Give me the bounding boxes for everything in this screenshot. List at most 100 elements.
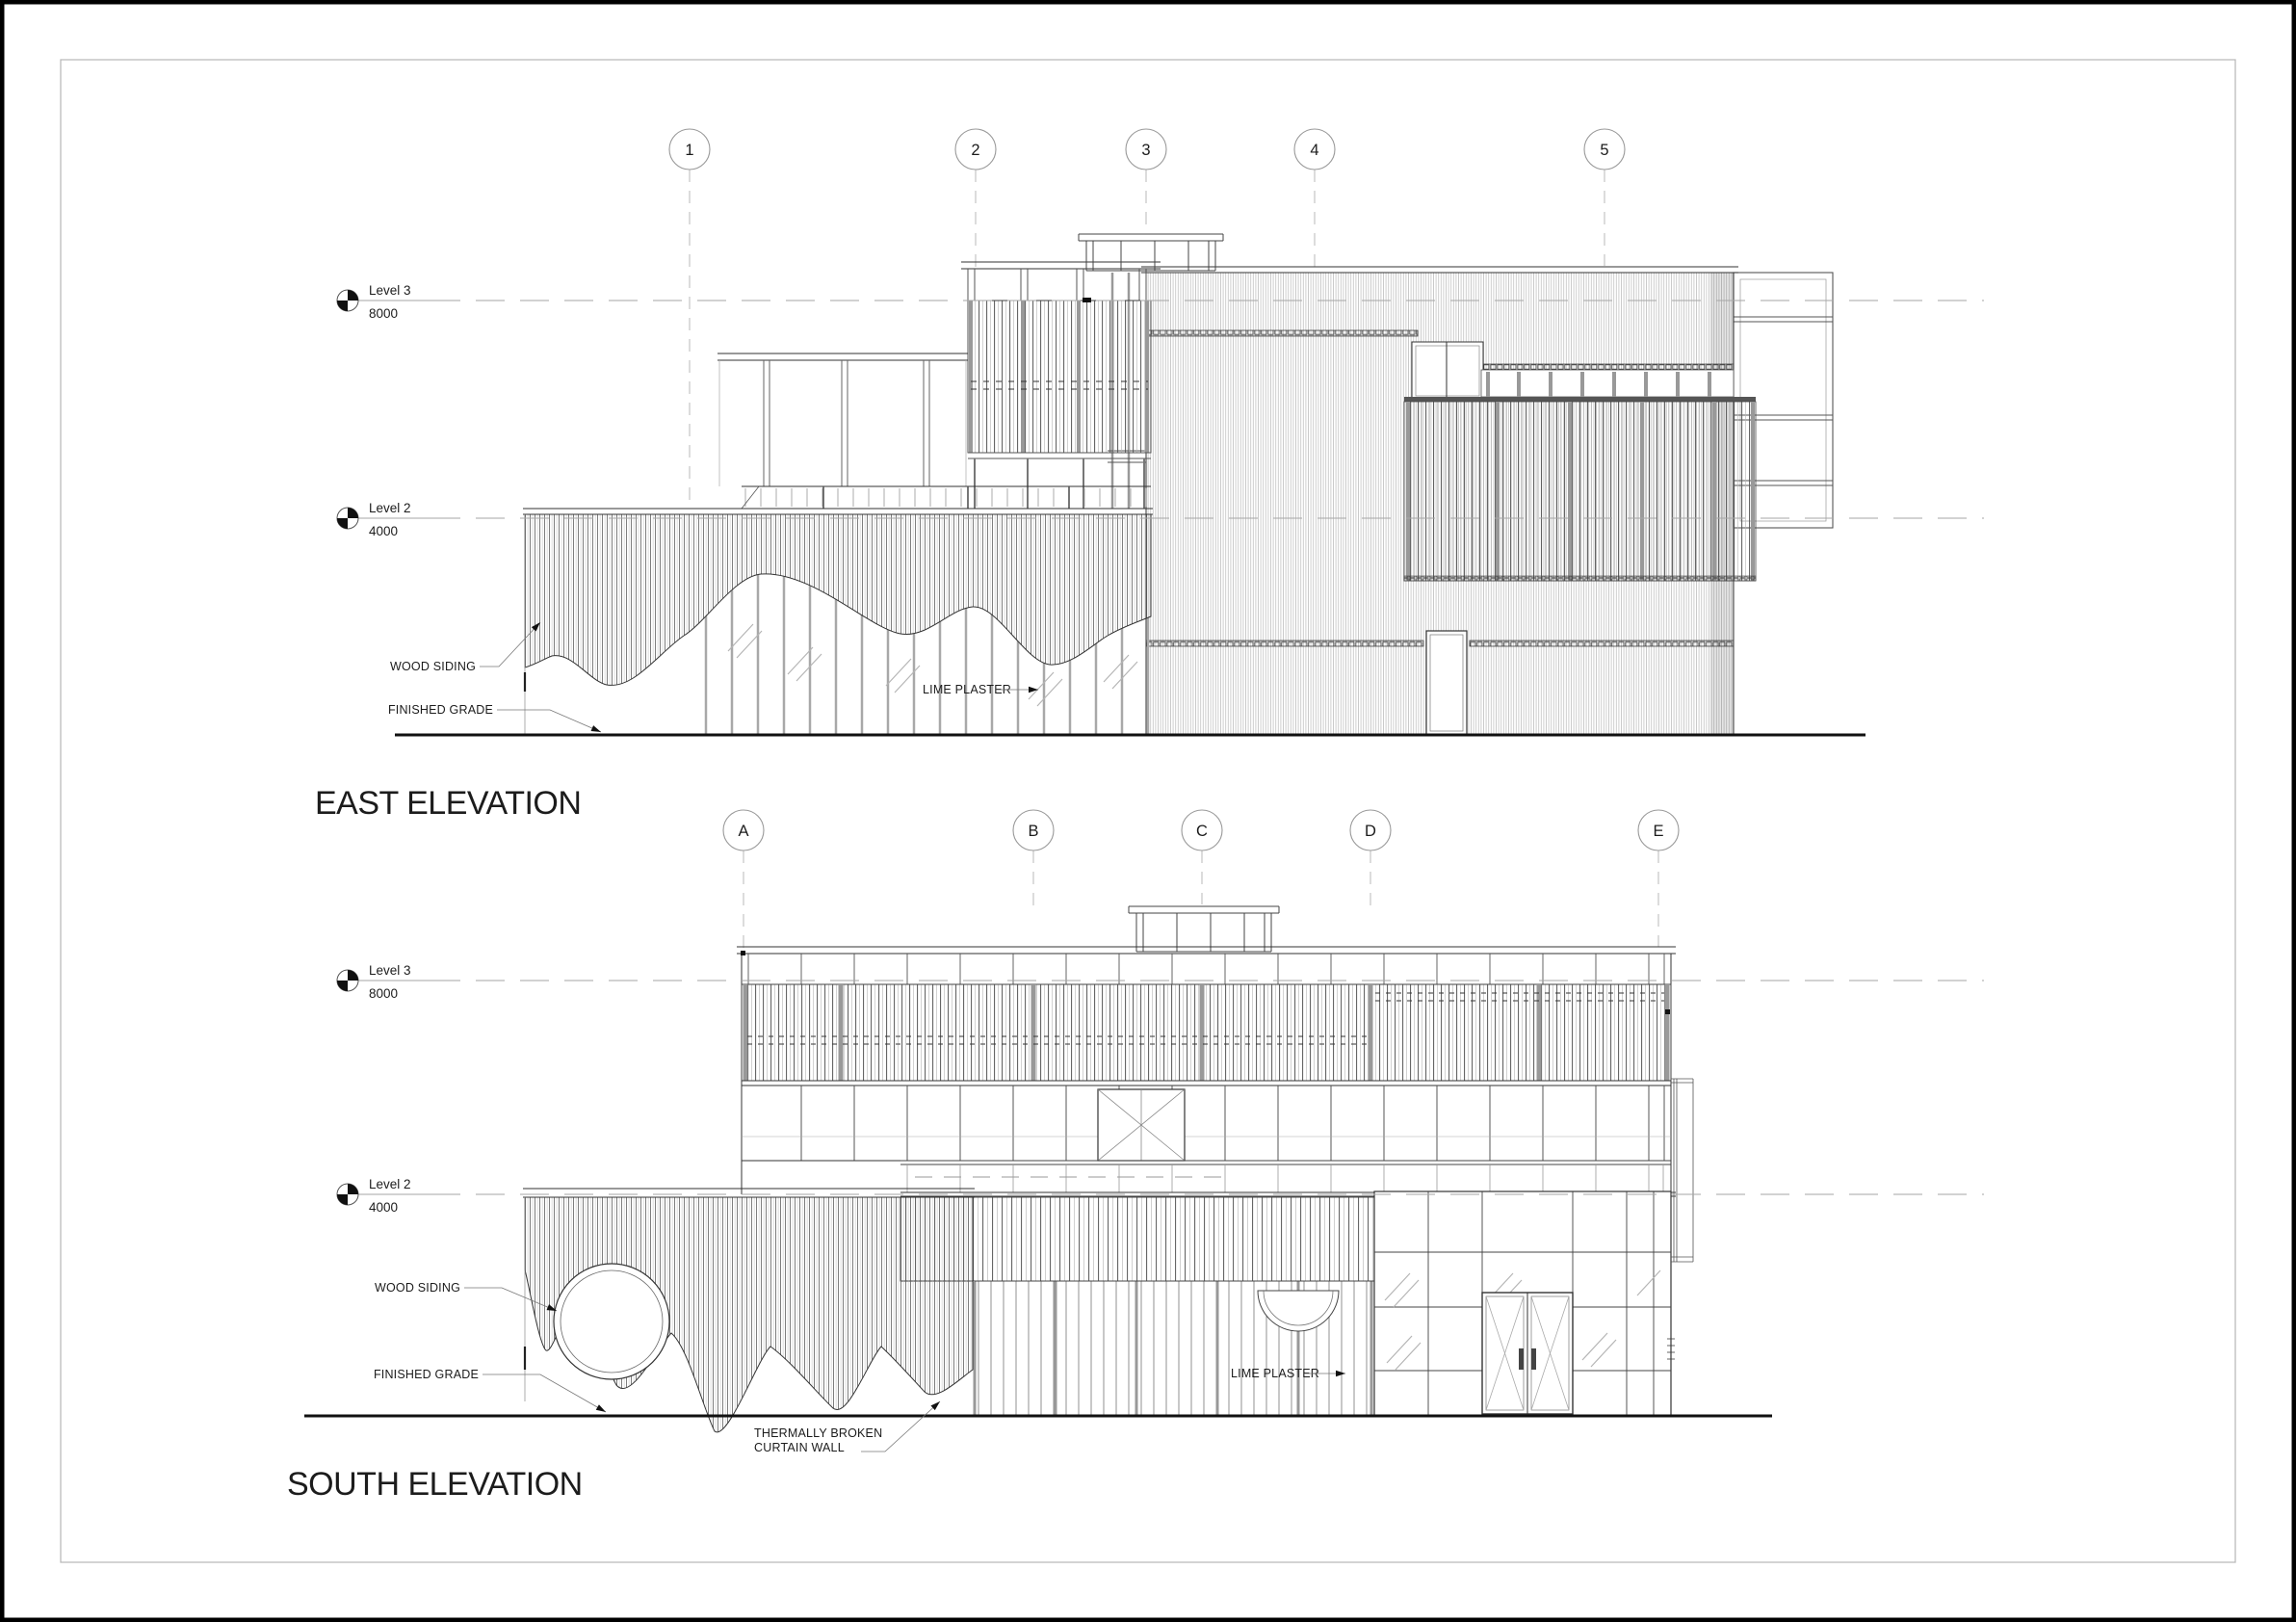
drawing-linework: [973, 1281, 1373, 1416]
grid-bubble-label: 4: [1310, 142, 1318, 159]
annotation-arrowhead: [546, 1304, 557, 1311]
drawing-linework: [1469, 640, 1735, 647]
drawing-linework: [1141, 266, 1738, 274]
south-double-door: [1481, 1292, 1574, 1415]
drawing-linework: [900, 1196, 1375, 1282]
drawing-linework: [1145, 329, 1419, 337]
east-ref-tag: [1083, 298, 1091, 302]
drawing-linework: [1403, 401, 1757, 582]
drawing-linework: [968, 452, 1151, 459]
south-right-strip: [1667, 1079, 1694, 1360]
drawing-linework: [1411, 341, 1484, 401]
drawing-linework: [1667, 1338, 1675, 1360]
drawing-linework: [971, 380, 1148, 390]
annotation-text: LIME PLASTER: [923, 683, 1011, 696]
annotation-arrowhead: [531, 622, 540, 632]
drawing-linework: [348, 290, 358, 301]
annotation-arrowhead: [590, 725, 601, 732]
drawing-linework: [978, 1281, 1368, 1416]
grid-bubble-east-2: 3: [1125, 128, 1167, 170]
annotation-leader: [480, 621, 541, 667]
drawing-linework: [1097, 1088, 1186, 1162]
drawing-linework: [743, 984, 1670, 1081]
drawing-linework: [337, 518, 348, 529]
annotation-leader: [483, 1373, 607, 1413]
grid-bubble-label: 1: [685, 142, 693, 159]
drawing-linework: [718, 360, 967, 486]
east-grid-lines: [689, 170, 1605, 507]
east-left-wing: [718, 353, 968, 486]
south-arch-awning: [1257, 1290, 1340, 1332]
annotation-south-1: FINISHED GRADE: [374, 1368, 607, 1413]
grid-bubble-label: 3: [1141, 142, 1150, 159]
glass-reflection-ticks: [727, 623, 1138, 707]
grid-bubble-label: A: [738, 823, 748, 840]
grid-bubble-east-3: 4: [1293, 128, 1336, 170]
annotation-arrowhead: [1029, 686, 1038, 693]
drawing-linework: [1519, 1348, 1524, 1370]
drawing-linework: [967, 300, 1152, 454]
drawing-linework: [337, 301, 348, 311]
annotation-arrowhead: [1336, 1370, 1345, 1377]
annotation-leader: [497, 709, 602, 733]
round-window: [553, 1263, 670, 1380]
annotation-east-2: LIME PLASTER: [923, 683, 1038, 696]
drawing-linework: [1078, 234, 1224, 241]
drawing-linework: [1734, 316, 1833, 486]
grid-bubble-east-4: 5: [1583, 128, 1626, 170]
grid-bubble-south-0: A: [722, 809, 765, 851]
drawing-linework: [348, 1184, 358, 1194]
east-clerestory-band: [1480, 369, 1735, 398]
drawing-linework: [1671, 1078, 1693, 1084]
drawing-linework: [1085, 241, 1216, 271]
drawing-linework: [1257, 1290, 1340, 1332]
drawing-linework: [906, 1164, 1664, 1192]
east-elevation-drawing: [395, 233, 1866, 737]
south-curtain-wall: [1373, 1190, 1672, 1417]
level-name: Level 3: [369, 963, 411, 978]
drawing-linework: [524, 513, 1152, 686]
drawing-linework: [737, 946, 1676, 955]
annotation-east-1: FINISHED GRADE: [388, 703, 602, 733]
drawing-linework: [969, 301, 1149, 453]
drawing-linework: [348, 970, 358, 981]
drawing-linework: [1406, 402, 1755, 581]
east-elevation-title: EAST ELEVATION: [315, 785, 581, 822]
annotation-text: FINISHED GRADE: [388, 703, 493, 717]
east-roof-monitor: [1078, 233, 1224, 272]
drawing-linework: [967, 269, 1147, 301]
south-corner-tag-a: [741, 951, 745, 955]
drawing-linework: [727, 623, 1138, 707]
south-x-window: [1097, 1088, 1186, 1162]
drawing-linework: [743, 984, 1670, 1081]
grid-bubble-south-1: B: [1012, 809, 1055, 851]
drawing-linework: [1480, 363, 1735, 371]
grid-bubble-circle: [1181, 809, 1223, 851]
drawing-linework: [560, 1269, 664, 1373]
grid-bubble-circle: [1293, 128, 1336, 170]
grid-bubble-east-0: 1: [668, 128, 711, 170]
drawing-linework: [1673, 1079, 1694, 1262]
south-roof-monitor: [1128, 905, 1280, 953]
level-name: Level 2: [369, 1177, 411, 1191]
drawing-linework: [523, 1188, 975, 1198]
drawing-linework: [1263, 1290, 1334, 1326]
drawing-linework: [822, 486, 1070, 509]
drawing-linework: [1079, 233, 1223, 242]
drawing-linework: [1145, 640, 1424, 647]
grid-bubble-circle: [954, 128, 997, 170]
grid-bubble-south-2: C: [1181, 809, 1223, 851]
grid-bubble-label: E: [1653, 823, 1663, 840]
drawing-linework: [523, 508, 1153, 515]
drawing-linework: [1486, 372, 1711, 397]
sheet-inner-border: [60, 59, 2236, 1563]
annotation-text: WOOD SIDING: [390, 660, 476, 673]
